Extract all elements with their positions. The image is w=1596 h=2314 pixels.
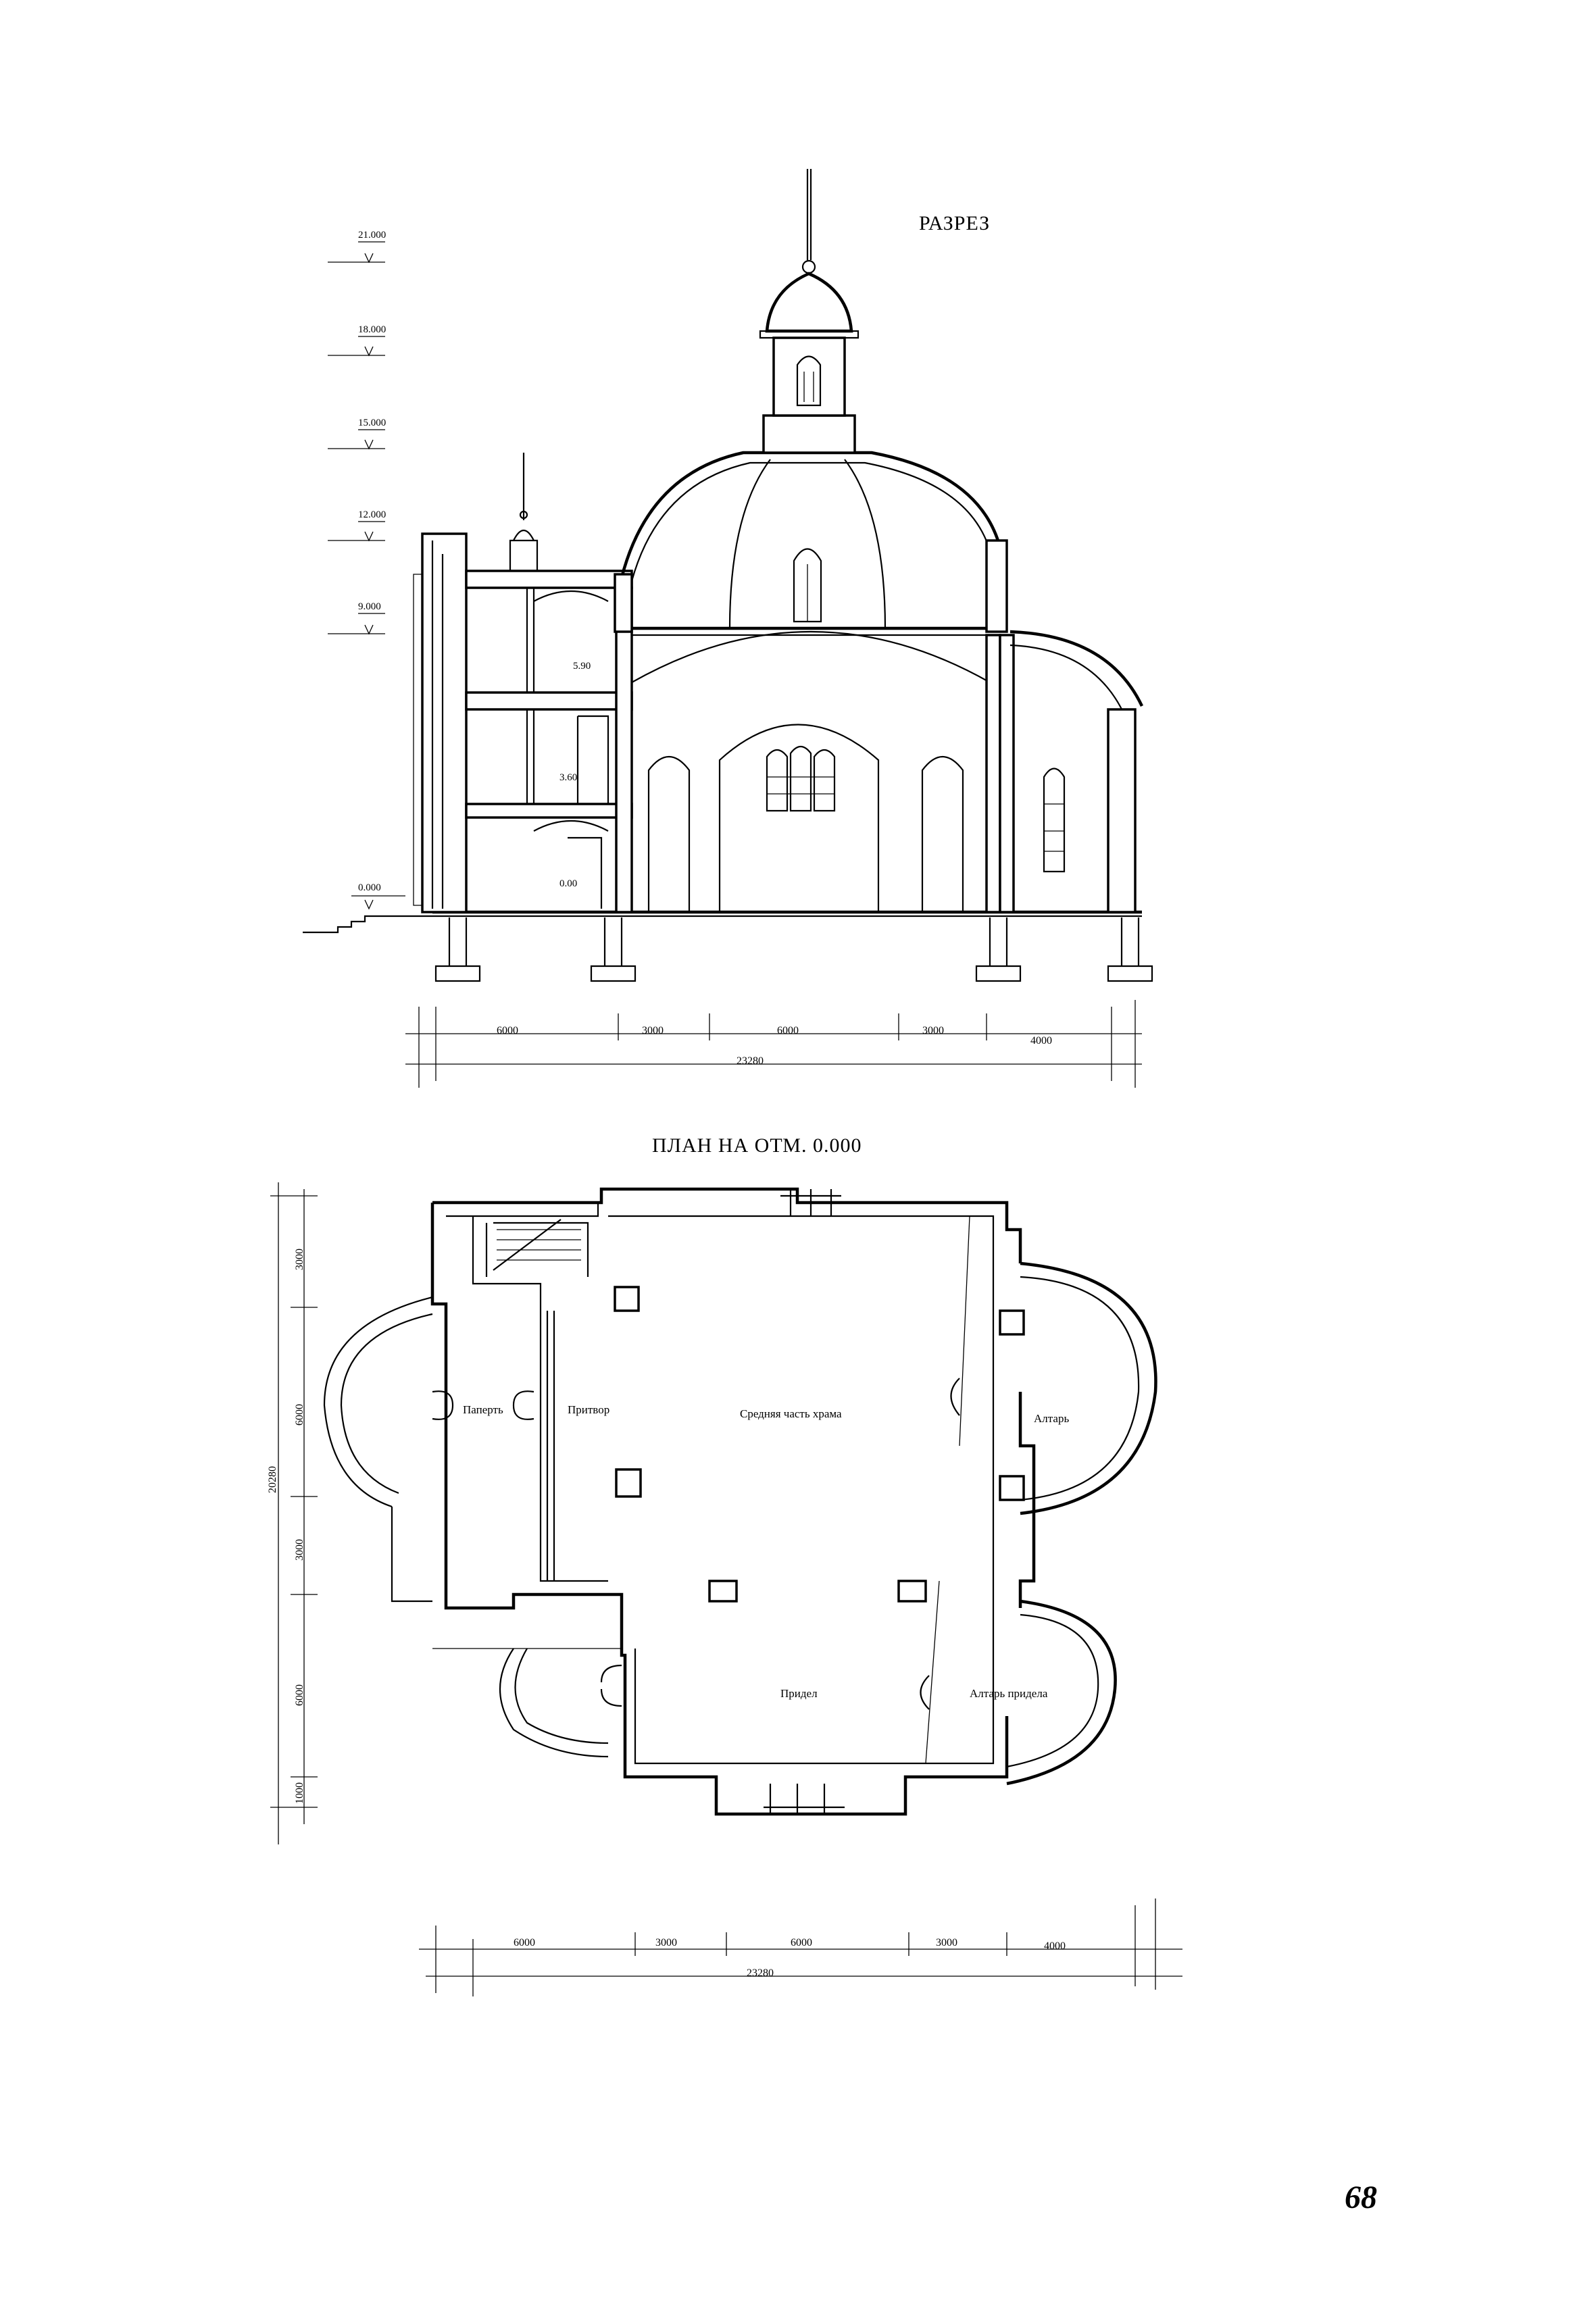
plan-dimensions: 6000 3000 6000 3000 4000 23280 [419,1898,1182,1996]
nave [631,626,1015,913]
plan-vertical-dimensions: 3000 6000 3000 6000 1000 20280 [267,1182,318,1844]
plan-vtotal-label: 20280 [267,1466,278,1493]
section-dim-label: 3000 [642,1025,664,1036]
inner-mark-label: 5.90 [573,661,591,672]
room-label-chapel: Придел [780,1687,818,1700]
plan-vdim-label: 1000 [294,1782,305,1804]
inner-mark-label: 3.60 [559,772,577,783]
inner-mark-label: 0.00 [559,878,577,889]
section-title: РАЗРЕЗ [919,212,990,234]
room-label-altar: Алтарь [1034,1412,1069,1425]
level-mark: 15.000 [328,418,386,450]
level-mark: 18.000 [328,324,386,357]
plan-drawing: ПЛАН НА ОТМ. 0.000 3000 6000 3000 6000 1… [267,1134,1182,1996]
apse [1009,630,1144,913]
plan-vdim-label: 6000 [294,1404,305,1426]
plan-vdim-label: 6000 [294,1684,305,1706]
level-label: 18.000 [358,324,386,335]
section-dim-label: 6000 [497,1025,518,1036]
level-label: 12.000 [358,509,386,520]
plan-dim-label: 3000 [936,1937,957,1948]
cupola [759,169,859,454]
section-total-label: 23280 [737,1055,764,1067]
room-label-pritvor: Притвор [568,1403,609,1416]
section-drawing: РАЗРЕЗ 21.000 18.000 15.000 12.000 [303,169,1153,1088]
level-label: 9.000 [358,601,381,612]
room-label-paperte: Паперть [463,1403,503,1416]
room-label-chapel-altar: Алтарь придела [970,1687,1048,1700]
plan-title: ПЛАН НА ОТМ. 0.000 [652,1134,862,1157]
narthex-block: 5.90 3.60 0.00 [413,453,633,913]
level-mark: 0.000 [351,882,405,910]
plan-total-label: 23280 [747,1967,774,1979]
level-mark: 12.000 [328,509,386,542]
room-label-middle: Средняя часть храма [740,1407,842,1420]
level-mark: 9.000 [328,601,385,635]
dome [614,451,1008,633]
room-labels: Паперть Притвор Средняя часть храма Алта… [463,1403,1069,1700]
section-dim-label: 3000 [922,1025,944,1036]
foundations [434,917,1153,982]
level-mark: 21.000 [328,230,386,263]
section-dim-label: 6000 [777,1025,799,1036]
section-dim-label: 4000 [1030,1035,1052,1047]
plan-dim-label: 6000 [514,1937,535,1948]
level-marks: 21.000 18.000 15.000 12.000 9.000 [328,230,405,910]
plan-vdim-label: 3000 [294,1539,305,1561]
level-label: 0.000 [358,882,381,893]
plan-dim-label: 6000 [791,1937,812,1948]
plan-vdim-label: 3000 [294,1249,305,1270]
ground-line [303,915,1142,934]
plan-dim-label: 4000 [1044,1940,1066,1952]
page-number: 68 [1345,2180,1377,2215]
triple-window [766,745,836,812]
section-dimensions: 6000 3000 6000 3000 4000 23280 [405,1000,1142,1088]
level-label: 15.000 [358,418,386,428]
plan-walls [323,1187,1157,1816]
plan-dim-label: 3000 [655,1937,677,1948]
level-label: 21.000 [358,230,386,241]
